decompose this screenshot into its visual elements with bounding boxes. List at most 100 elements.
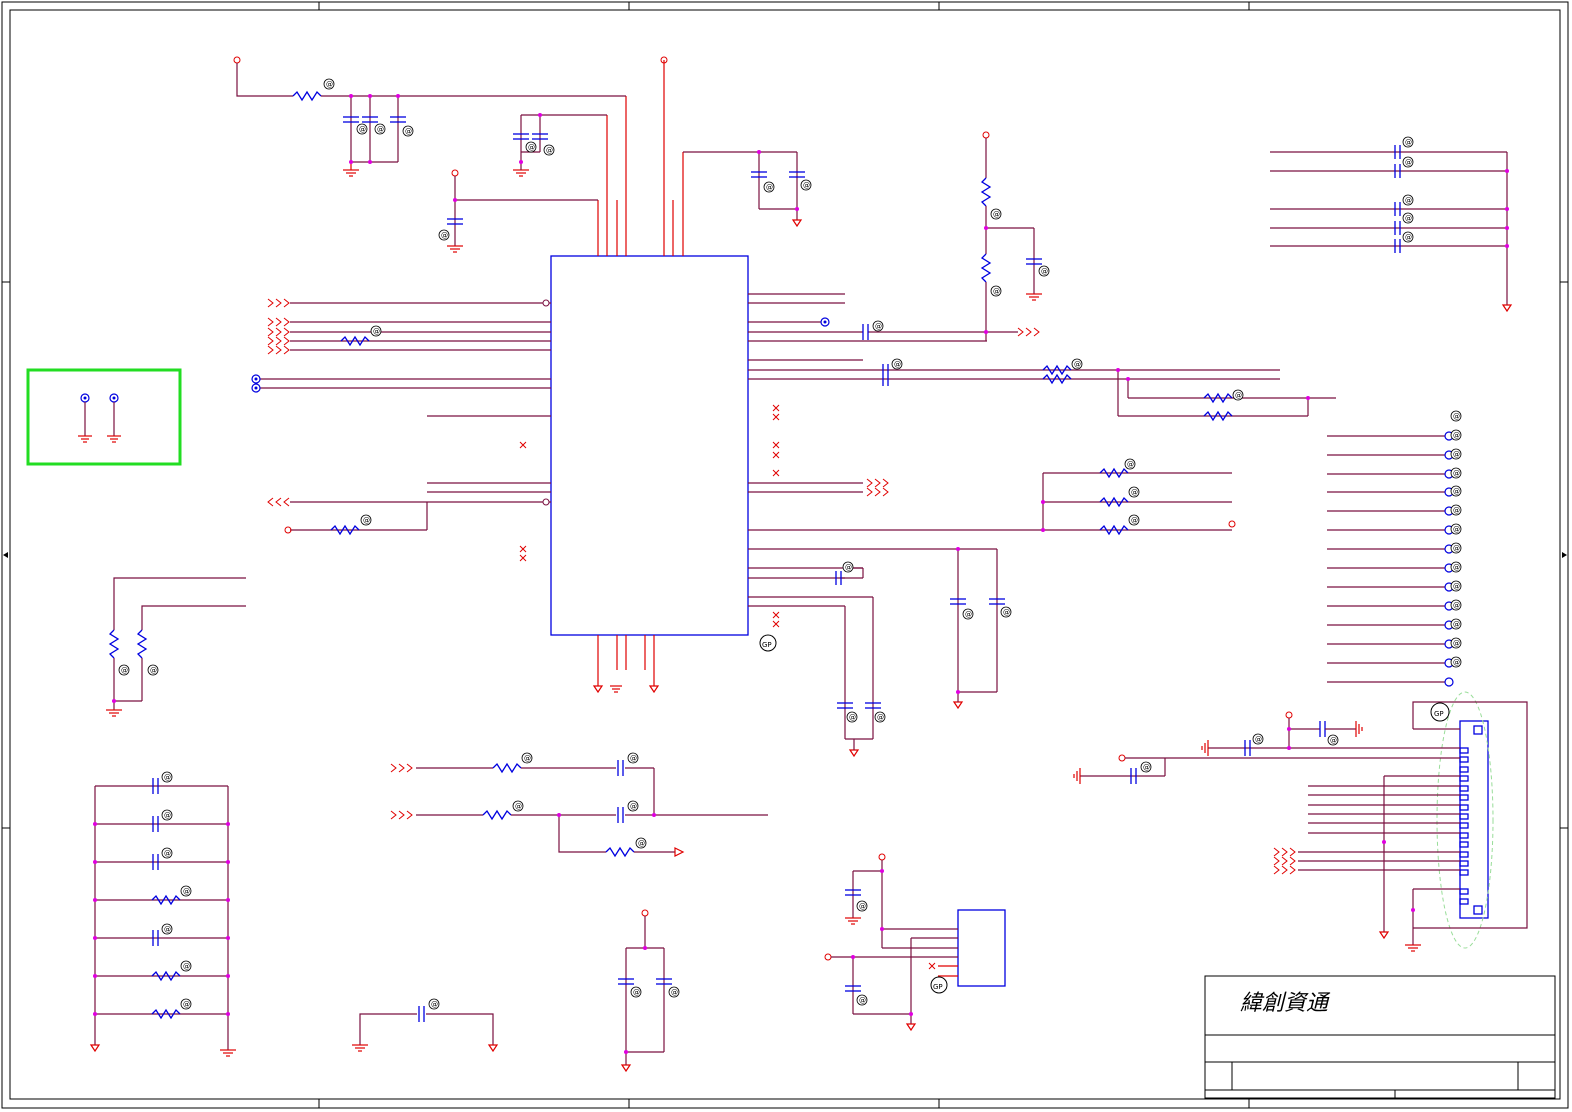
dni-badge-label: @ [875, 323, 882, 331]
dni-badge-label: @ [766, 184, 773, 192]
signal-rc-network [390, 760, 768, 858]
dni-badge [1450, 599, 1462, 611]
dni-badge [1000, 606, 1012, 618]
resistor-divider [862, 131, 1042, 386]
dni-badge [512, 800, 524, 812]
dni-badge-label: @ [1453, 507, 1460, 515]
dni-badge-label: @ [1453, 488, 1460, 496]
dni-badge-label: @ [183, 963, 190, 971]
dni-badge [1450, 580, 1462, 592]
dni-badge [1327, 734, 1339, 746]
ic-right-pins [748, 293, 1280, 628]
dni-badge [856, 900, 868, 912]
dni-badge-label: @ [121, 667, 128, 675]
dni-badge-label: @ [1405, 234, 1412, 242]
dni-badge [891, 358, 903, 370]
dni-badge-label: @ [359, 126, 366, 134]
dni-badge-label: @ [164, 812, 171, 820]
dni-badge [1450, 410, 1462, 422]
dni-badge [668, 986, 680, 998]
dni-badge [627, 800, 639, 812]
vref-cap [447, 169, 598, 253]
dni-badge [1140, 761, 1152, 773]
dni-badge-label: @ [1453, 583, 1460, 591]
dni-badge [428, 998, 440, 1010]
dni-badge [161, 809, 173, 821]
dni-badge [147, 664, 159, 676]
dni-badge [1232, 389, 1244, 401]
dni-badge [438, 229, 450, 241]
dni-badge [1450, 504, 1462, 516]
dni-badge-label: @ [1405, 159, 1412, 167]
dni-badge-label: @ [1453, 602, 1460, 610]
dni-badge-label: @ [633, 989, 640, 997]
dni-badge-label: @ [515, 803, 522, 811]
highlight-box-test-points [26, 368, 182, 466]
gp-marker-connector: GP [1434, 710, 1444, 718]
dni-badge-label: @ [993, 211, 1000, 219]
dni-badge-label: @ [377, 126, 384, 134]
ic-top-pins [597, 56, 684, 256]
dni-badge-label: @ [1453, 526, 1460, 534]
dni-badge [1071, 358, 1083, 370]
dni-badge [180, 885, 192, 897]
dni-badge [990, 285, 1002, 297]
dni-badge-label: @ [546, 147, 553, 155]
company-name: 緯創資通 [1240, 991, 1331, 1016]
dni-badge [1450, 467, 1462, 479]
dni-badge [1402, 231, 1414, 243]
dni-badge [874, 711, 886, 723]
dni-badge-label: @ [803, 182, 810, 190]
dni-badge [161, 923, 173, 935]
dni-badge-label: @ [183, 888, 190, 896]
flex-connector-j1: GP [1165, 691, 1528, 952]
dni-badge-label: @ [1453, 451, 1460, 459]
left-pulldown-resistors [106, 577, 246, 717]
dni-badge-label: @ [1003, 609, 1010, 617]
dni-badge [846, 711, 858, 723]
dni-badge-label: @ [849, 714, 856, 722]
dni-badge-label: @ [671, 989, 678, 997]
dni-badge-label: @ [1453, 413, 1460, 421]
dni-badge [856, 994, 868, 1006]
ic-left-pins [251, 298, 551, 562]
dni-badge [1450, 637, 1462, 649]
dni-badge [161, 771, 173, 783]
ic-input-resistors [330, 335, 370, 536]
series-resistors-mid [1042, 364, 1336, 422]
dni-badge [1128, 486, 1140, 498]
dni-badge-label: @ [1453, 640, 1460, 648]
dni-badge-label: @ [638, 840, 645, 848]
dni-badge [1402, 136, 1414, 148]
dni-badge-label: @ [894, 361, 901, 369]
dni-badge [1124, 458, 1136, 470]
dni-badge [1450, 485, 1462, 497]
dni-badge-label: @ [183, 1001, 190, 1009]
dni-badge-label: @ [1453, 432, 1460, 440]
dni-badge-label: @ [859, 997, 866, 1005]
component-ladder [89, 778, 236, 1057]
dni-badge-label: @ [1131, 489, 1138, 497]
dni-badge-label: @ [1255, 736, 1262, 744]
dni-badge-label: @ [150, 667, 157, 675]
dni-markers: @ @ @ @ @ @ @ @ @ @ @ @ @ @ @ @ @ @ @ @ @ @ @ @ @ @ @ @ @ @ @ @ @ @ @ @ @ @ @ @… [118, 78, 1462, 1010]
pullup-resistors [1041, 467, 1236, 536]
decoupling-pair-right [683, 150, 805, 228]
dni-badge-label: @ [1235, 392, 1242, 400]
dni-badge-label: @ [1330, 737, 1337, 745]
dni-badge-label: @ [1127, 461, 1134, 469]
dni-badge [1450, 542, 1462, 554]
dni-badge-label: @ [1453, 545, 1460, 553]
main-ic-u1: GP [550, 255, 777, 652]
dni-badge-label: @ [630, 755, 637, 763]
filter-caps-mid [835, 547, 1005, 758]
dni-badge-label: @ [1405, 215, 1412, 223]
dni-badge [1402, 156, 1414, 168]
dni-badge [402, 125, 414, 137]
dni-badge [1038, 265, 1050, 277]
dni-badge-label: @ [1041, 268, 1048, 276]
dni-badge [525, 141, 537, 153]
dni-badge [1450, 656, 1462, 668]
dni-badge-label: @ [373, 328, 380, 336]
